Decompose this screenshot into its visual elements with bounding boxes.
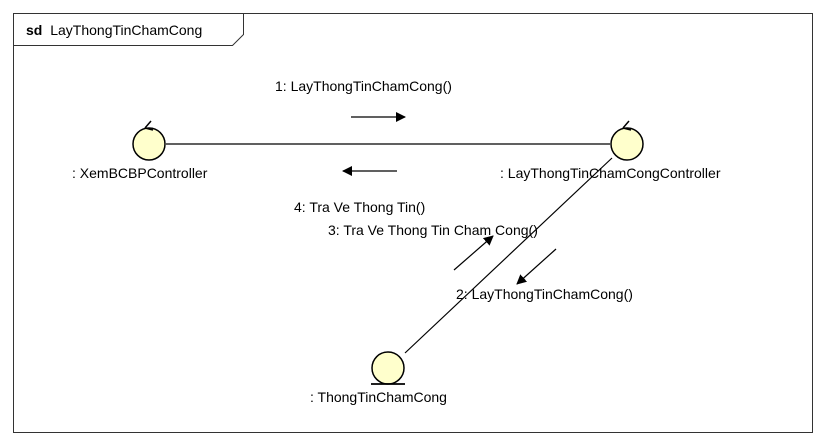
lifeline-label: : LayThongTinChamCongController: [500, 165, 721, 181]
message-label: 3: Tra Ve Thong Tin Cham Cong(): [328, 222, 538, 238]
lifeline-xembcbp-controller[interactable]: : XemBCBPController: [72, 120, 208, 181]
link-laythongtin-thongtinchamcong: [404, 157, 613, 354]
frame-title: LayThongTinChamCong: [50, 22, 202, 38]
message-arrow: [453, 235, 494, 271]
lifeline-thongtinchamcong-entity[interactable]: : ThongTinChamCong: [310, 351, 447, 405]
lifeline-label: : XemBCBPController: [72, 165, 208, 181]
lifeline-label: : ThongTinChamCong: [310, 389, 447, 405]
frame-name-tab: [13, 13, 244, 46]
entity-icon: [371, 351, 405, 385]
control-arrow-icon: [622, 120, 632, 131]
frame-keyword: sd: [26, 22, 42, 38]
message-label: 1: LayThongTinChamCong(): [275, 78, 452, 94]
message-label: 2: LayThongTinChamCong(): [456, 286, 633, 302]
control-icon: [610, 127, 644, 161]
message-arrow: [516, 248, 557, 285]
message-3[interactable]: 3: Tra Ve Thong Tin Cham Cong(): [328, 222, 538, 271]
lifeline-laythongtinchamcong-controller[interactable]: : LayThongTinChamCongController: [500, 120, 721, 181]
message-label: 4: Tra Ve Thong Tin(): [294, 199, 425, 215]
message-2[interactable]: 2: LayThongTinChamCong(): [456, 248, 633, 302]
diagram-frame: [13, 13, 813, 433]
svg-text:sd LayThongTinChamCong: sd LayThongTinChamCong: [26, 22, 202, 38]
message-1[interactable]: 1: LayThongTinChamCong(): [275, 78, 452, 122]
control-arrow-icon: [144, 120, 154, 131]
control-icon: [132, 127, 166, 161]
message-4[interactable]: 4: Tra Ve Thong Tin(): [294, 166, 425, 215]
